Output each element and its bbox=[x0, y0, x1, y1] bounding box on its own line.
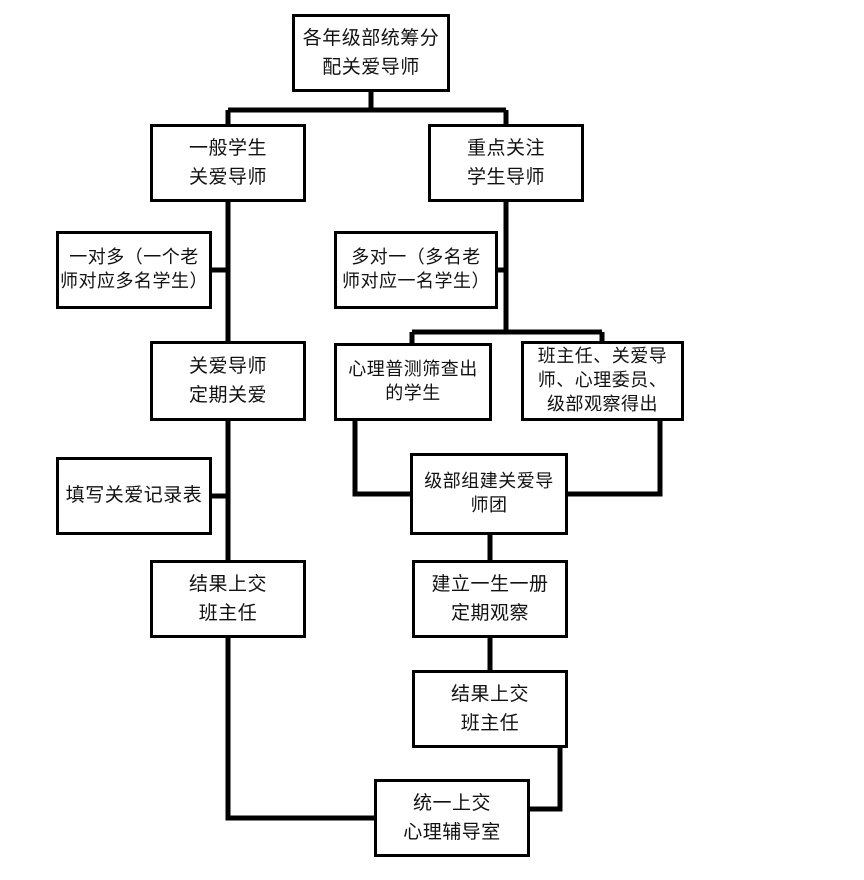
node-key-focus-student-mentor[interactable]: 重点关注 学生导师 bbox=[428, 124, 584, 202]
node-root[interactable]: 各年级部统筹分 配关爱导师 bbox=[292, 14, 450, 92]
node-one-student-one-file-line-2: 定期观察 bbox=[450, 602, 529, 624]
node-many-to-one-note-line-1: 多对一（多名老 bbox=[351, 247, 481, 269]
node-observation-sources-line-1: 班主任、关爱导 bbox=[537, 346, 668, 368]
edge-observed-to-mentor-team bbox=[568, 421, 663, 497]
edge-result-right-to-submit bbox=[530, 748, 563, 812]
edge-screened-to-mentor-team bbox=[352, 421, 410, 497]
node-result-to-homeroom-teacher-right-line-2: 班主任 bbox=[460, 712, 520, 734]
node-one-to-many-note-line-2: 师对应多名学生） bbox=[60, 271, 208, 292]
node-grade-forms-mentor-team-line-1: 级部组建关爱导 bbox=[424, 471, 554, 493]
node-one-student-one-file[interactable]: 建立一生一册 定期观察 bbox=[412, 560, 568, 638]
node-mentor-regular-care-line-1: 关爱导师 bbox=[188, 354, 267, 377]
node-fill-care-record-form-line-1: 填写关爱记录表 bbox=[65, 484, 203, 507]
node-result-to-homeroom-teacher-left[interactable]: 结果上交 班主任 bbox=[150, 560, 306, 638]
node-many-to-one-note[interactable]: 多对一（多名老 师对应一名学生） bbox=[334, 231, 498, 309]
node-root-line-1: 各年级部统筹分 bbox=[302, 26, 440, 49]
node-observation-sources-line-3: 级部观察得出 bbox=[547, 393, 658, 415]
node-many-to-one-note-line-2: 师对应一名学生） bbox=[342, 271, 490, 292]
node-submit-to-counseling-room-line-1: 统一上交 bbox=[412, 791, 491, 814]
node-one-to-many-note[interactable]: 一对多（一个老 师对应多名学生） bbox=[56, 231, 212, 309]
node-mentor-regular-care[interactable]: 关爱导师 定期关爱 bbox=[150, 341, 306, 421]
node-psych-screening-students-line-1: 心理普测筛查出 bbox=[348, 359, 478, 381]
node-result-to-homeroom-teacher-right-line-1: 结果上交 bbox=[450, 682, 529, 705]
node-one-to-many-note-line-1: 一对多（一个老 bbox=[69, 247, 199, 269]
node-general-student-mentor-line-2: 关爱导师 bbox=[188, 166, 267, 188]
node-result-to-homeroom-teacher-right[interactable]: 结果上交 班主任 bbox=[412, 670, 568, 748]
edge-result-left-to-bottom bbox=[225, 638, 374, 821]
node-observation-sources-line-2: 师、心理委员、 bbox=[537, 370, 668, 392]
node-submit-to-counseling-room-line-2: 心理辅导室 bbox=[403, 821, 501, 843]
node-root-line-2: 配关爱导师 bbox=[322, 56, 420, 78]
node-general-student-mentor[interactable]: 一般学生 关爱导师 bbox=[150, 124, 306, 202]
node-one-student-one-file-line-1: 建立一生一册 bbox=[431, 572, 549, 595]
node-general-student-mentor-line-1: 一般学生 bbox=[188, 136, 267, 159]
node-key-focus-student-mentor-line-2: 学生导师 bbox=[466, 166, 545, 188]
node-psych-screening-students[interactable]: 心理普测筛查出 的学生 bbox=[334, 343, 492, 421]
node-grade-forms-mentor-team-line-2: 师团 bbox=[470, 495, 508, 516]
node-psych-screening-students-line-2: 的学生 bbox=[385, 383, 441, 404]
node-key-focus-student-mentor-line-1: 重点关注 bbox=[466, 136, 545, 159]
node-fill-care-record-form[interactable]: 填写关爱记录表 bbox=[56, 457, 212, 535]
node-result-to-homeroom-teacher-left-line-1: 结果上交 bbox=[188, 572, 267, 595]
node-submit-to-counseling-room[interactable]: 统一上交 心理辅导室 bbox=[374, 779, 530, 857]
node-mentor-regular-care-line-2: 定期关爱 bbox=[188, 384, 267, 406]
node-grade-forms-mentor-team[interactable]: 级部组建关爱导 师团 bbox=[410, 453, 568, 535]
node-observation-sources[interactable]: 班主任、关爱导 师、心理委员、 级部观察得出 bbox=[521, 341, 684, 421]
node-result-to-homeroom-teacher-left-line-2: 班主任 bbox=[198, 602, 258, 624]
